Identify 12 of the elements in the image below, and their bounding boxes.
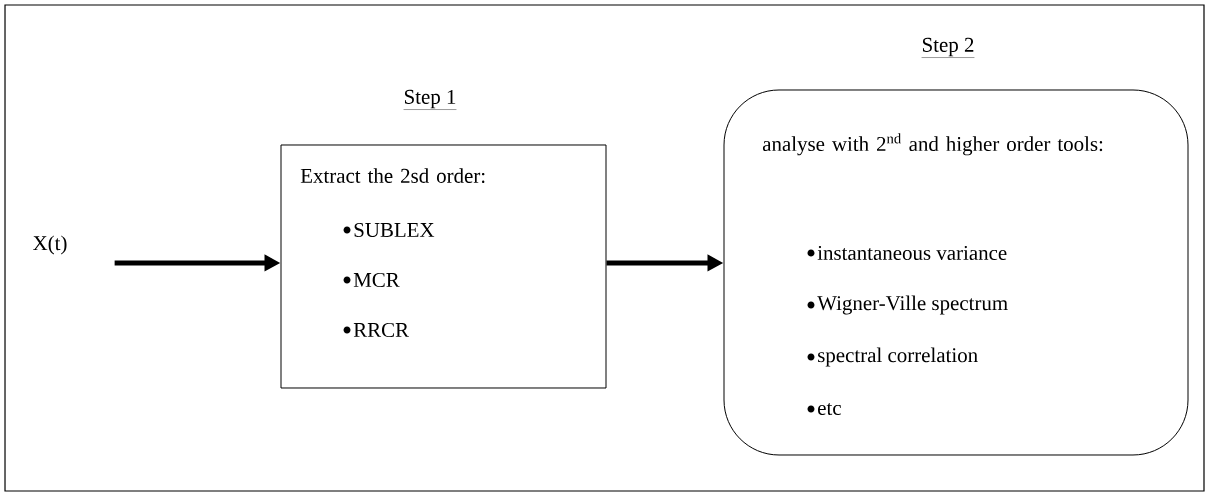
bullet-item: instantaneous variance xyxy=(807,245,1007,260)
step-heading: Step 1 xyxy=(403,89,457,110)
signal-label: X(t) xyxy=(33,235,67,255)
bullet-item: Wigner-Ville spectrum xyxy=(807,295,1008,315)
bullet-item: spectral correlation xyxy=(807,347,978,367)
step-heading: Step 2 xyxy=(921,37,975,58)
bullet-item: RRCR xyxy=(343,322,409,337)
box-text: analyse with 2$^{nd}$ and higher order tools: xyxy=(762,133,1103,156)
bullet-item: etc xyxy=(807,403,841,415)
bullet-item: MCR xyxy=(343,272,400,287)
bullet-item: SUBLEX xyxy=(343,222,435,237)
box-text: Extract the 2sd order: xyxy=(300,168,485,183)
